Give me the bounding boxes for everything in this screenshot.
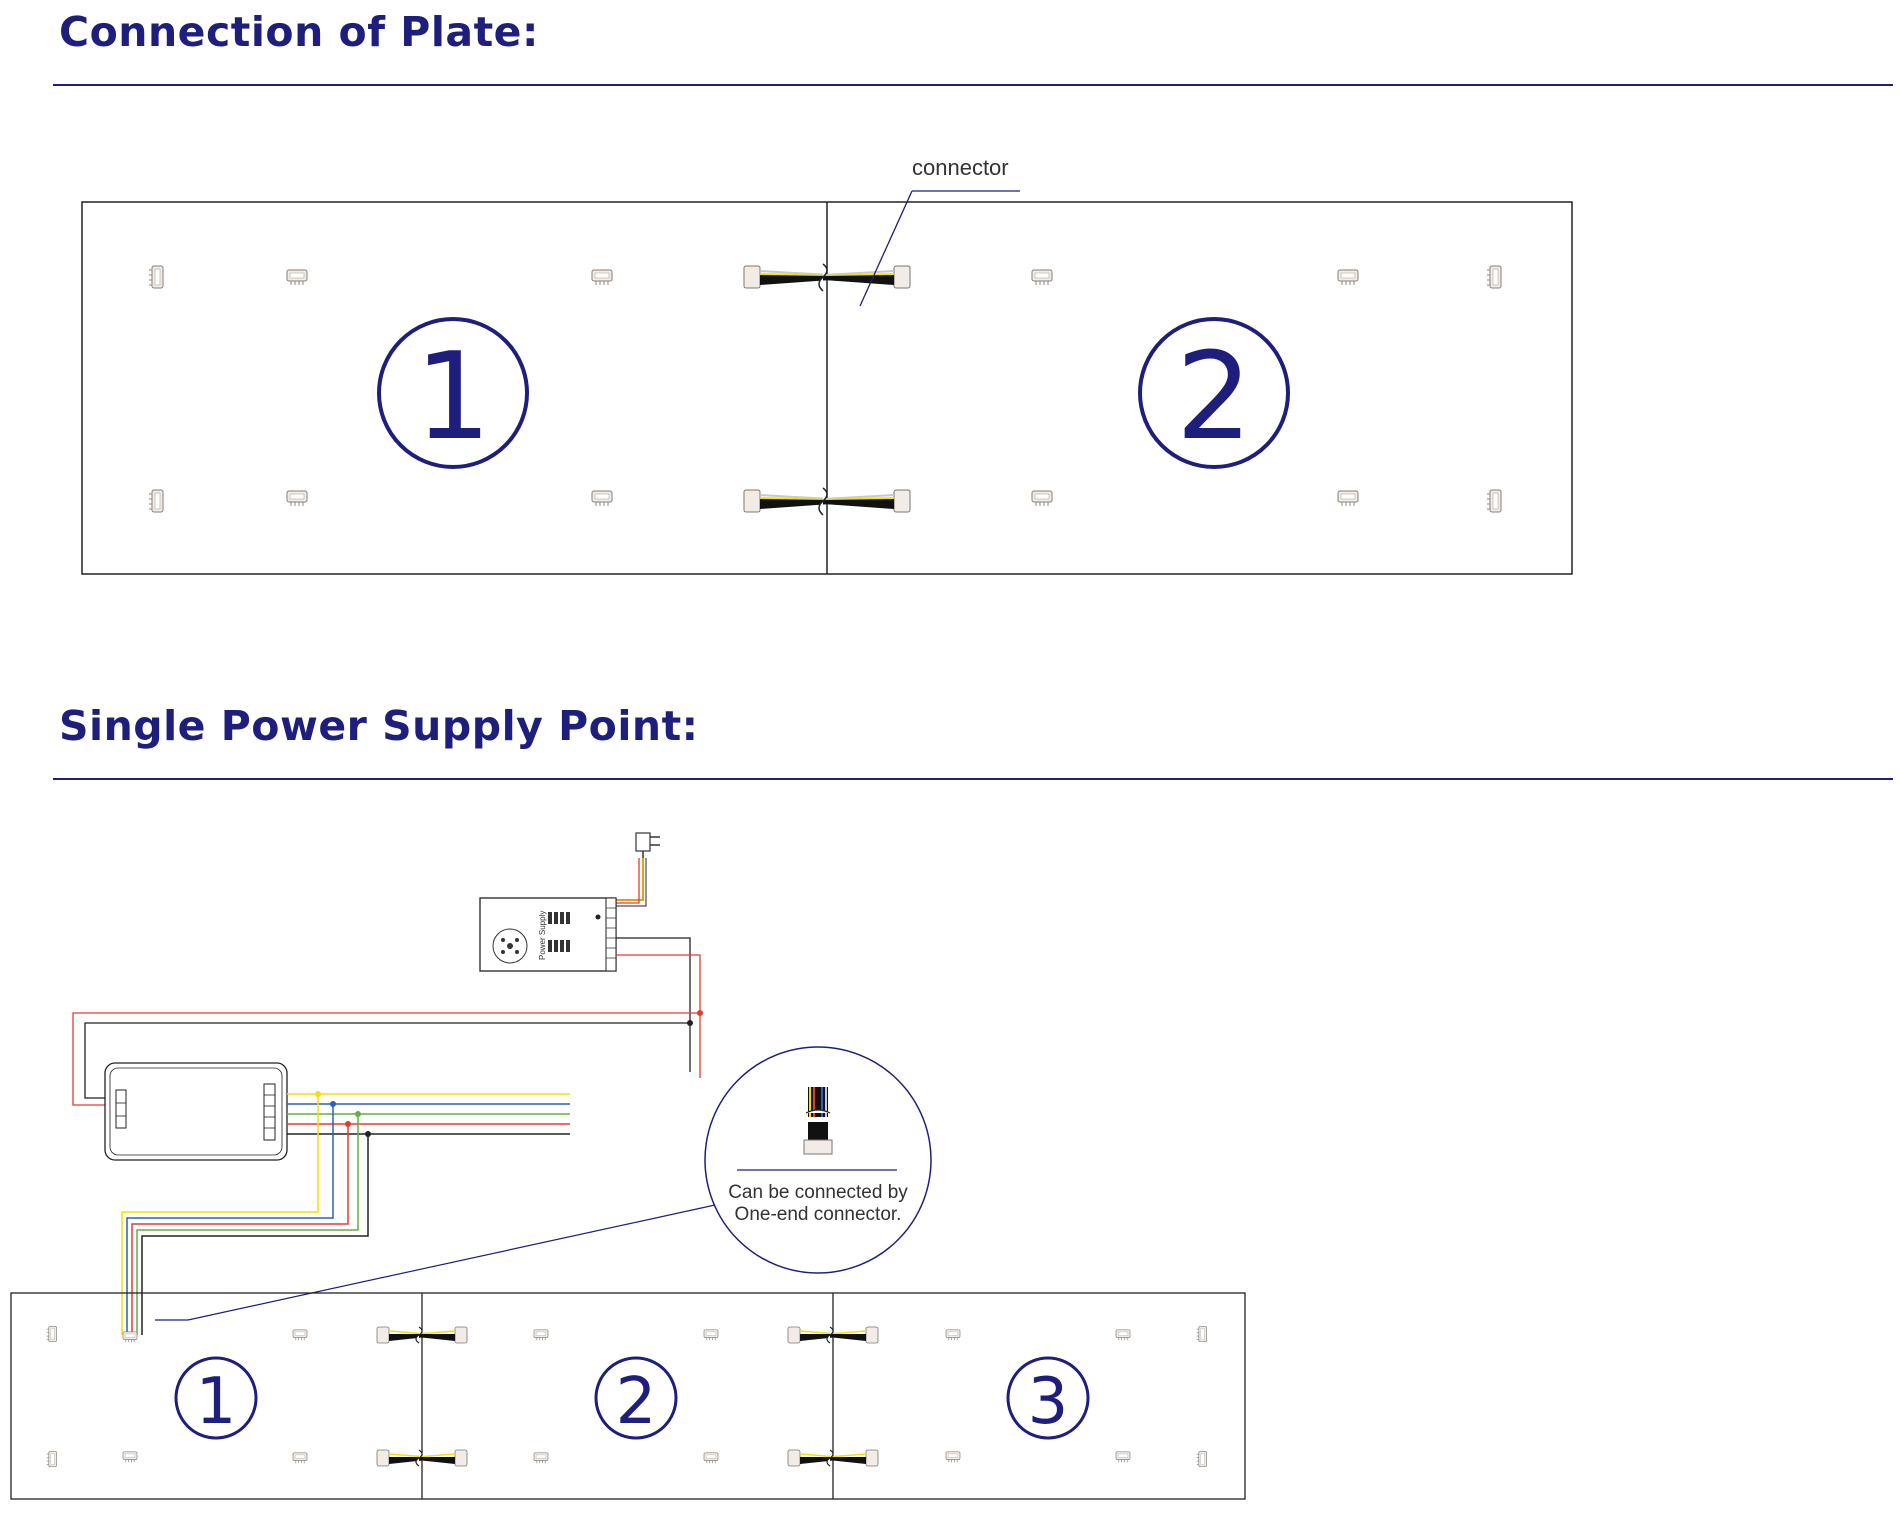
led-pad [1486,265,1502,289]
led-pad [1486,489,1502,513]
break-mark [826,1326,834,1344]
connector-cable [827,1449,879,1467]
plate-number: 2 [616,1365,657,1439]
led-pad [533,1452,549,1464]
callout-text-line2: One-end connector. [735,1204,902,1225]
led-pad [122,1451,138,1463]
connector-cable [743,265,831,289]
led-pad [703,1452,719,1464]
led-pad [945,1329,961,1341]
single-power-supply-title: Single Power Supply Point: [59,702,699,750]
led-pad [945,1451,961,1463]
power-supply-unit [479,897,617,972]
led-pad [46,1450,57,1468]
ac-cable [614,858,644,901]
led-pad [286,490,308,507]
connector-cable [416,1326,468,1344]
break-mark [818,487,828,516]
led-pad [1115,1451,1131,1463]
power-plug-icon [635,832,660,858]
fan-icon [492,928,528,964]
led-pad [1337,269,1359,286]
feed-wire [141,1134,369,1335]
led-pad [1031,490,1053,507]
plate-number-badge-2 [594,1356,678,1440]
terminal-block-icon [548,912,570,952]
feed-wire [126,1104,334,1335]
plate-number: 1 [415,328,491,467]
break-mark [826,1449,834,1467]
connector-label: connector [912,155,1009,180]
led-pad [533,1329,549,1341]
dc-red-wire [616,954,701,1078]
title-underline-2 [53,778,1893,780]
feed-wire [131,1124,349,1335]
ac-cable [614,858,640,904]
led-pad [1196,1450,1207,1468]
led-pad [1115,1329,1131,1341]
connector-cable [827,1326,879,1344]
led-pad [591,490,613,507]
one-end-connector-icon [803,1087,833,1155]
led-pad [46,1325,57,1343]
connector-cable [823,265,911,289]
plates-outline [10,1292,1246,1500]
connector-cable [743,489,831,513]
callout-leader-line [187,1204,716,1321]
led-pad [591,269,613,286]
callout-text-line1: Can be connected by [728,1182,908,1203]
connector-cable [416,1449,468,1467]
led-pad [148,489,164,513]
led-pad [1031,269,1053,286]
plate-number-badge-3 [1006,1356,1090,1440]
plate-number-badge-1 [377,317,529,469]
feed-wire [136,1114,359,1335]
led-controller-unit [104,1062,288,1161]
power-supply-label: Power Supply [538,911,547,960]
led-pad [703,1329,719,1341]
plate-number: 1 [196,1365,237,1439]
led-pad [292,1452,308,1464]
feed-wire [121,1094,319,1335]
break-mark [818,263,828,292]
title-underline-1 [53,84,1893,86]
dc-black-wire [616,937,691,1023]
connector-leader-line [859,190,913,307]
plate-number-badge-1 [174,1356,258,1440]
connection-of-plate-title: Connection of Plate: [59,8,539,56]
led-pad [286,269,308,286]
ac-cable [614,858,647,907]
connector-cable [823,489,911,513]
red-bus-wire [72,1012,700,1106]
led-pad [122,1331,138,1343]
callout-circle [704,1046,932,1274]
plate-number-badge-2 [1138,317,1290,469]
plate-number: 2 [1176,328,1252,467]
black-bus-wire [84,1022,691,1099]
break-mark [415,1326,423,1344]
led-pad [1196,1325,1207,1343]
led-pad [292,1329,308,1341]
plate-number: 3 [1028,1365,1069,1439]
break-mark [415,1449,423,1467]
led-pad [148,265,164,289]
led-pad [1337,490,1359,507]
